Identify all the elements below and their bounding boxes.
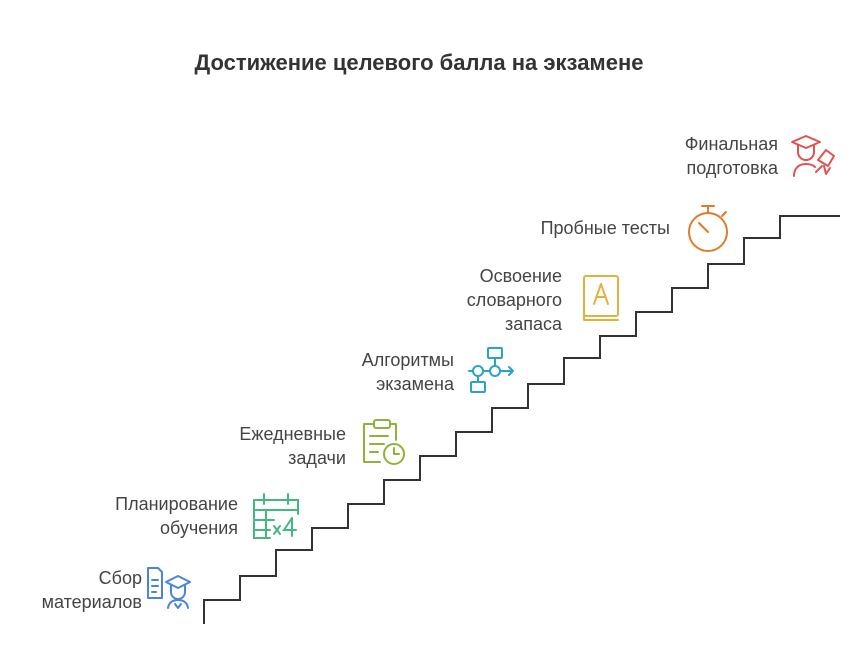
dictionary-book-icon <box>583 275 619 321</box>
step-label-materials: Сбор материалов <box>41 568 142 612</box>
step-label-final-prep: Финальная подготовка <box>684 134 778 178</box>
step-label-vocabulary: Освоение словарного запаса <box>466 266 562 334</box>
step-label-planning: Планирование обучения <box>115 494 238 538</box>
calendar-schedule-icon <box>253 493 299 539</box>
student-notes-icon <box>147 567 191 609</box>
step-label-daily-tasks: Ежедневные задачи <box>239 424 346 468</box>
diagram-title: Достижение целевого балла на экзамене <box>194 50 644 75</box>
clipboard-clock-icon <box>363 419 405 465</box>
graduate-diploma-icon <box>791 135 835 177</box>
flowchart-icon <box>468 347 514 393</box>
step-label-mock-tests: Пробные тесты <box>540 218 670 238</box>
stopwatch-icon <box>688 205 728 252</box>
step-label-algorithms: Алгоритмы экзамена <box>361 350 454 394</box>
staircase-line <box>203 215 840 624</box>
